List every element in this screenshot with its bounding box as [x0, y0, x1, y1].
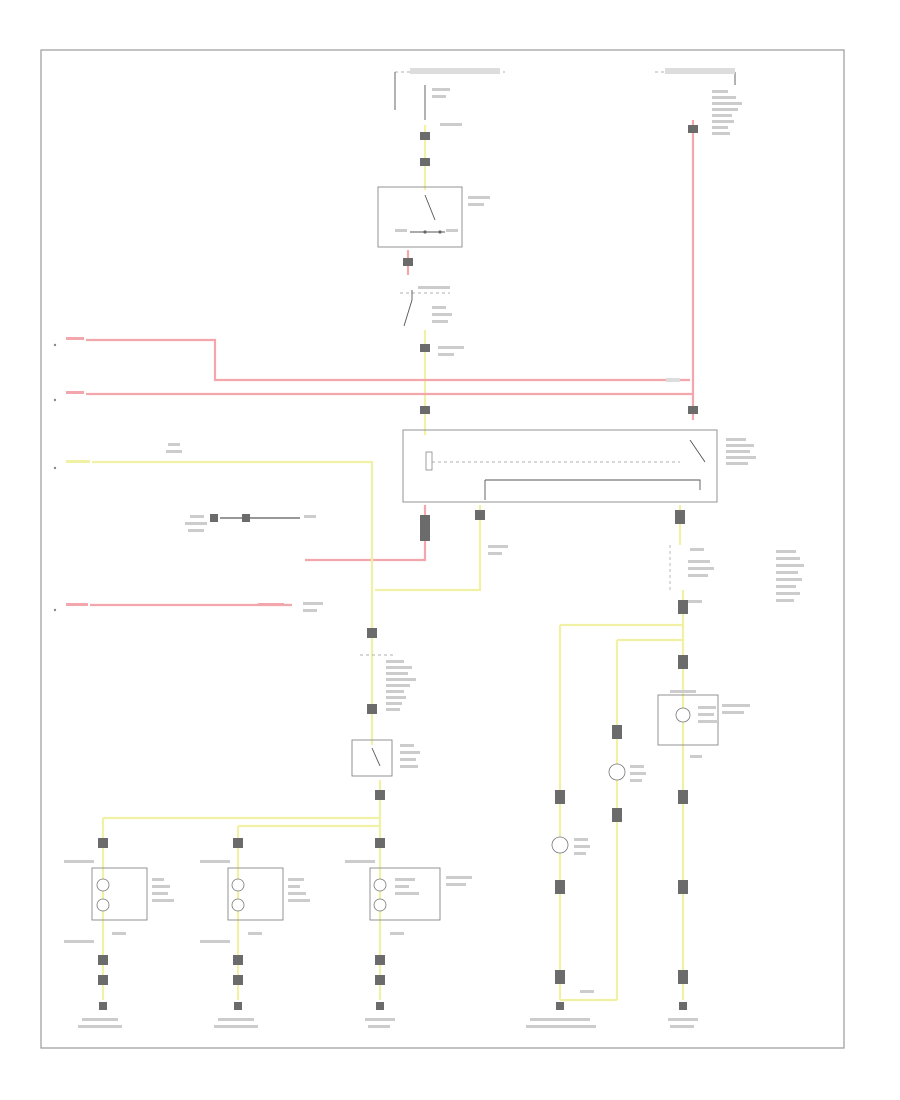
left-fuse-relay-column: [351, 625, 420, 1000]
right-power-feed: [688, 90, 742, 420]
lamp-assembly-3: [345, 838, 472, 1028]
top-power-header: [394, 68, 736, 110]
lamp-right-3: [657, 655, 750, 984]
mid-connector-string: [185, 514, 316, 532]
lamp-assembly-1: [64, 838, 174, 1028]
lamp-assembly-2: [200, 838, 310, 1028]
fuse-column-top: [420, 85, 462, 190]
switch-column-mid: [400, 250, 464, 435]
lamp-right-2: [580, 725, 646, 993]
turn-signal-module: [402, 429, 756, 503]
diagram-frame: [40, 49, 845, 1049]
lamp-right-1: [551, 790, 590, 984]
module-outputs: [305, 505, 685, 592]
light-switch: [377, 186, 490, 248]
yellow-feed-left: [53, 443, 374, 640]
red-wire-lower: [53, 378, 693, 402]
ground-points-right: [526, 1002, 698, 1028]
red-wire-upper: [53, 337, 690, 382]
red-wire-bottom-left: [53, 602, 323, 612]
right-fuse-column: [669, 545, 804, 1000]
